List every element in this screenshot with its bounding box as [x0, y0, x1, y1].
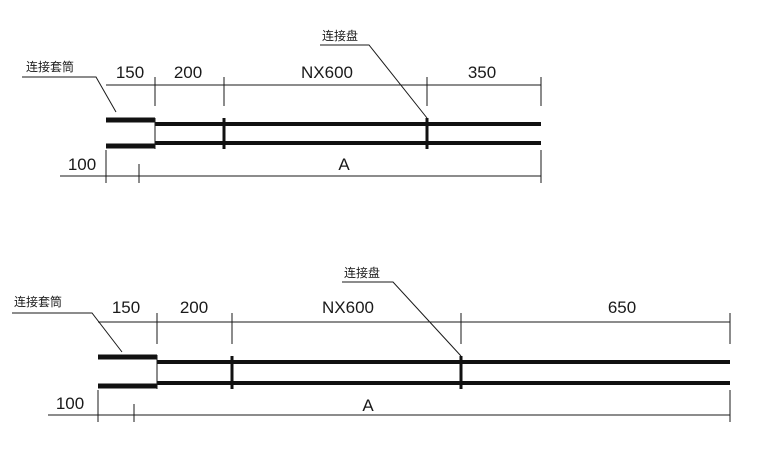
dim-100-label: 100: [68, 155, 96, 174]
dim-nx600-label: NX600: [322, 298, 374, 317]
sleeve-label: 连接套筒: [14, 294, 62, 309]
sleeve-leader-line: [12, 312, 123, 353]
sleeve-label: 连接套筒: [26, 59, 74, 74]
diagram-top: 连接套筒 150 200 NX600 350 连接盘 100 A: [22, 28, 542, 183]
dim-end-label: 350: [468, 63, 496, 82]
diagram-bottom: 连接套筒 150 200 NX600 650 连接盘 100 A: [12, 265, 731, 422]
disk-label: 连接盘: [322, 28, 358, 43]
dim-200-label: 200: [180, 298, 208, 317]
disk-leader-line: [342, 281, 462, 357]
dim-150-label: 150: [112, 298, 140, 317]
dim-A-label: A: [338, 155, 350, 174]
dim-A-label: A: [362, 396, 374, 415]
sleeve-leader-line: [22, 76, 117, 113]
dim-150-label: 150: [116, 63, 144, 82]
dim-nx600-label: NX600: [301, 63, 353, 82]
disk-label: 连接盘: [344, 265, 380, 280]
dim-100-label: 100: [56, 394, 84, 413]
dim-200-label: 200: [174, 63, 202, 82]
dim-end-label: 650: [608, 298, 636, 317]
disk-leader-line: [320, 44, 428, 119]
